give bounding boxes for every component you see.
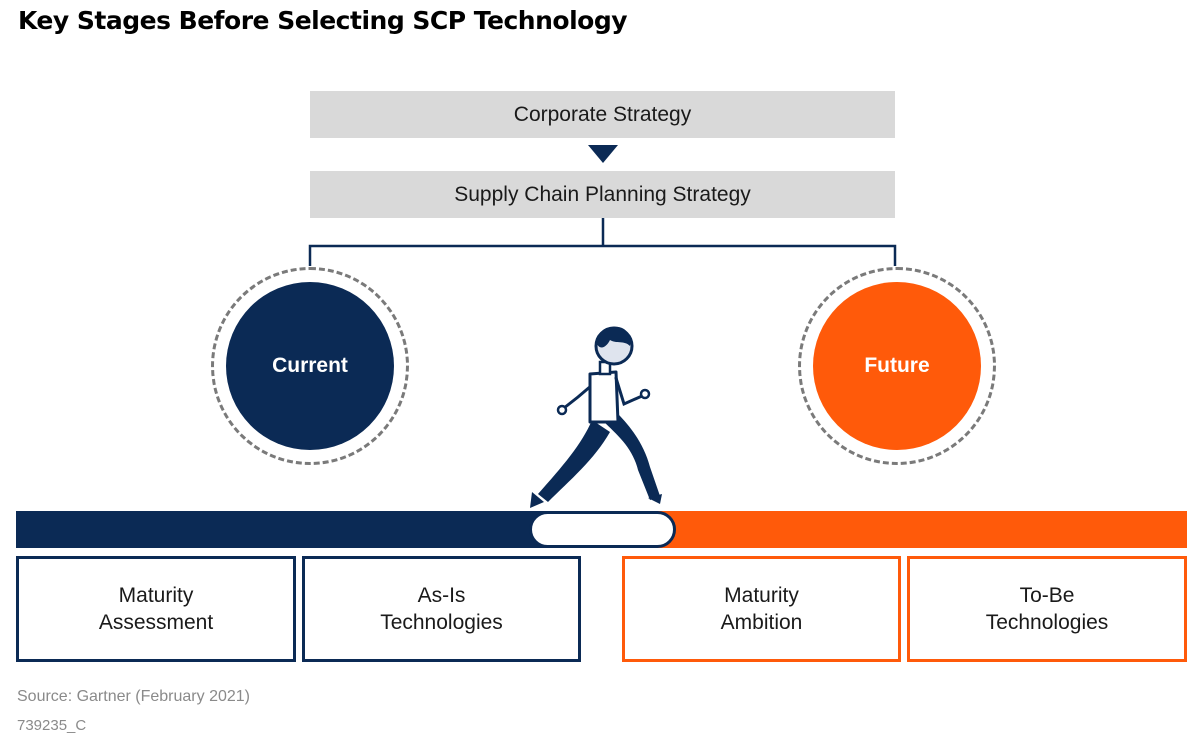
- person-back-foot: [530, 492, 544, 508]
- person-torso: [588, 370, 620, 424]
- stage-to-be-technologies: To-Be Technologies: [907, 556, 1187, 662]
- current-circle: Current: [226, 282, 394, 450]
- future-label: Future: [864, 354, 930, 377]
- person-back-leg: [538, 420, 610, 502]
- walking-person-icon: [530, 326, 662, 508]
- person-front-foot: [648, 494, 662, 504]
- transition-pill: [529, 511, 676, 548]
- future-circle: Future: [813, 282, 981, 450]
- future-circle-outline: Future: [798, 267, 996, 465]
- current-label: Current: [272, 354, 348, 377]
- stage-label: As-Is Technologies: [380, 584, 503, 634]
- down-arrow-icon: [588, 145, 618, 163]
- current-circle-outline: Current: [211, 267, 409, 465]
- person-front-arm: [614, 376, 644, 407]
- person-front-leg: [600, 414, 660, 500]
- supply-chain-planning-strategy-box: Supply Chain Planning Strategy: [310, 171, 895, 218]
- stage-maturity-ambition: Maturity Ambition: [622, 556, 901, 662]
- current-progress-bar: [16, 511, 556, 548]
- page-title: Key Stages Before Selecting SCP Technolo…: [18, 6, 628, 35]
- person-front-hand: [639, 388, 651, 400]
- corporate-strategy-box: Corporate Strategy: [310, 91, 895, 138]
- person-back-hand: [556, 404, 568, 416]
- stage-label: Maturity Assessment: [98, 584, 214, 634]
- future-progress-bar: [650, 511, 1187, 548]
- source-note: Source: Gartner (February 2021): [17, 688, 250, 705]
- stage-label: Maturity Ambition: [720, 584, 803, 634]
- document-id: 739235_C: [17, 717, 87, 734]
- connector-bracket: [308, 244, 897, 266]
- stage-label: To-Be Technologies: [985, 584, 1109, 634]
- stage-maturity-assessment: Maturity Assessment: [16, 556, 296, 662]
- stage-as-is-technologies: As-Is Technologies: [302, 556, 581, 662]
- person-hair: [596, 326, 631, 348]
